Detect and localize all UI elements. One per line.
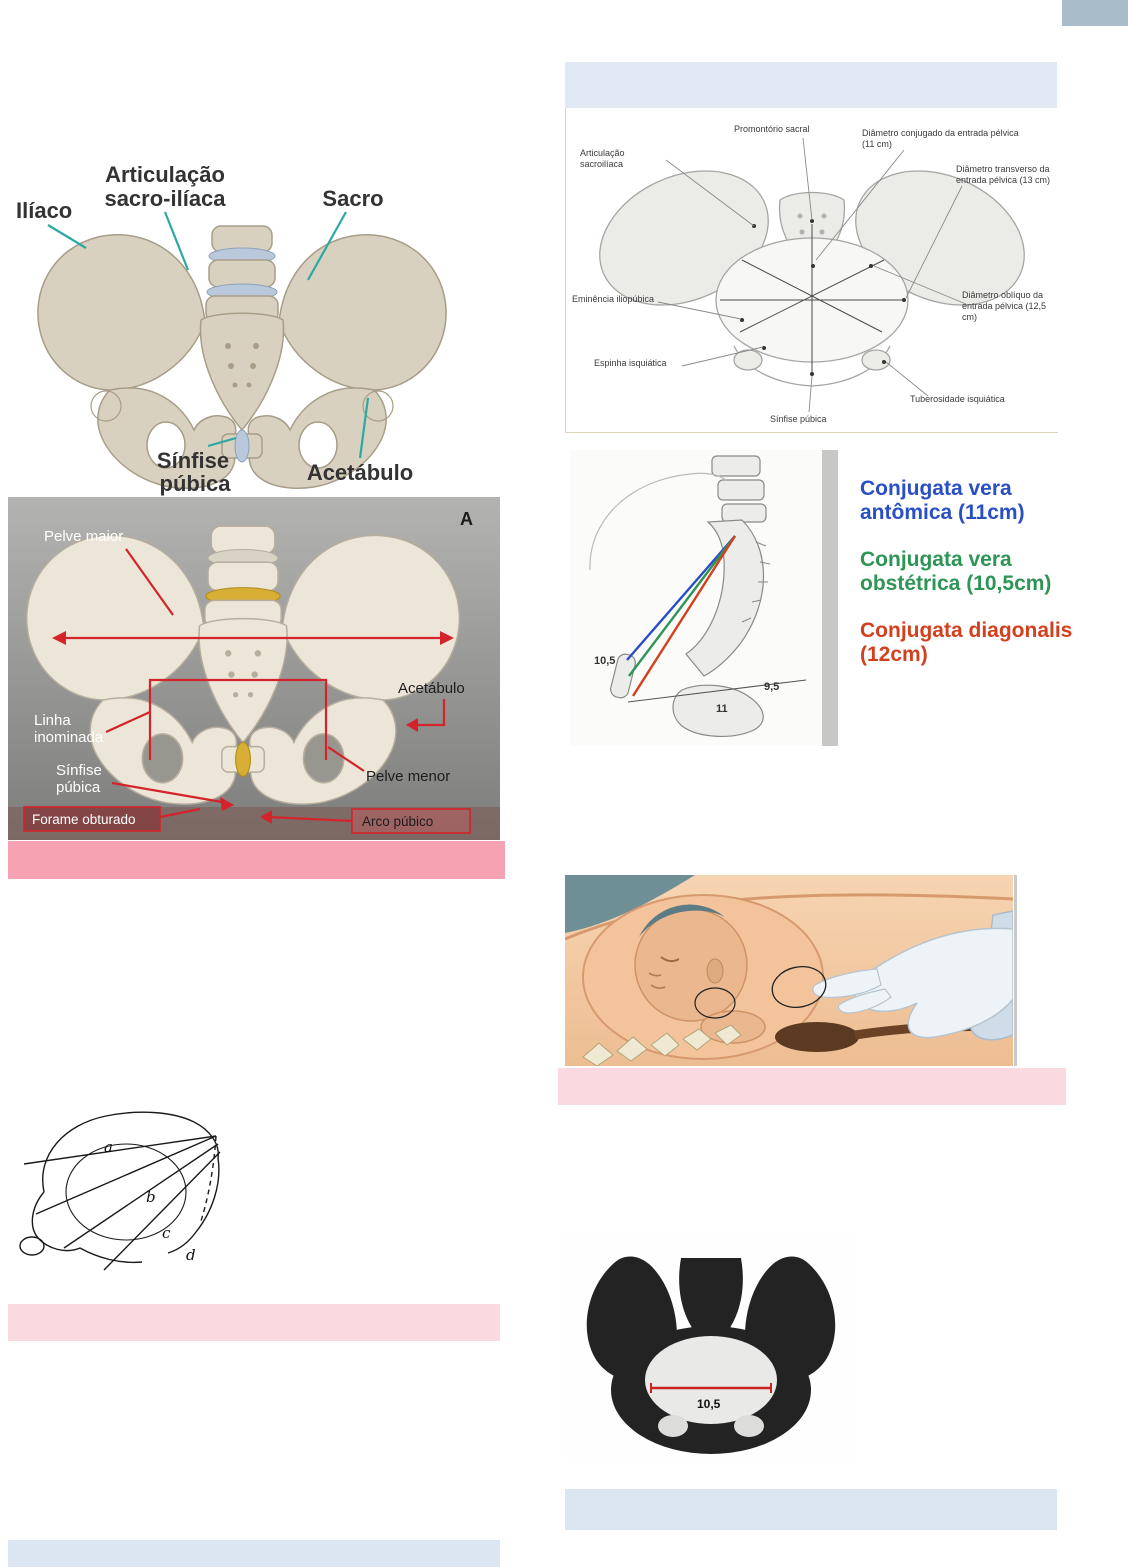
figure-conjugata-diagram: 10,5 9,5 11 <box>570 450 838 746</box>
label-acetabulo: Acetábulo <box>307 460 413 485</box>
inlet-diagram <box>599 137 1025 413</box>
figure-pelvic-outlet-xray: 10,5 <box>565 1230 857 1462</box>
sacrum-vertebrae <box>582 1024 742 1066</box>
highlight-bar-pink-1 <box>8 841 505 879</box>
lumbar-vertebrae <box>205 225 279 323</box>
label-sinfise-line2: púbica <box>160 471 232 496</box>
outlet-light-region <box>645 1336 777 1424</box>
label-sinfise-line1: Sínfise <box>56 762 102 779</box>
highlight-bar-pink-3 <box>8 1304 500 1341</box>
sagittal-bones <box>589 455 771 737</box>
diameter-lines <box>720 224 904 372</box>
pelvis-bones <box>37 234 447 489</box>
annotation-10-5: 10,5 <box>594 655 615 667</box>
label-iliaco: Ilíaco <box>16 198 72 223</box>
highlight-circle-2 <box>694 987 736 1019</box>
rectum-shape <box>775 1022 859 1052</box>
measurement-line <box>650 1383 772 1393</box>
label-forame: Forame obturado <box>32 812 136 827</box>
plane-lines <box>23 1135 221 1271</box>
figure-pelvic-inlet-diameters: Articulação sacroilíaca Promontório sacr… <box>565 108 1058 433</box>
label-linha-line1: Linha <box>34 712 71 729</box>
inlet-label-obliquo: Diâmetro oblíquo da entrada pélvica (12,… <box>962 290 1047 322</box>
plane-label-c: c <box>162 1224 171 1242</box>
inlet-label-eminencia: Eminência iliopúbica <box>572 294 655 304</box>
figure-pelvic-exam-illustration <box>565 875 1013 1066</box>
hair-shape <box>565 875 695 933</box>
label-sacro: Sacro <box>322 186 383 211</box>
inlet-bones <box>599 170 1025 387</box>
leader-lines <box>657 137 967 413</box>
header-bar-blue <box>565 62 1057 108</box>
inlet-label-espinha: Espinha isquiática <box>594 358 667 368</box>
annotation-9-5: 9,5 <box>764 681 779 693</box>
highlight-bar-pink-2 <box>558 1068 1066 1105</box>
legend-conjugata-vera-obstetrica: Conjugata vera obstétrica (10,5cm) <box>860 548 1052 595</box>
pelvis-model-bones <box>26 525 461 805</box>
inlet-label-promontorio: Promontório sacral <box>734 124 810 134</box>
plane-label-a: a <box>104 1138 113 1156</box>
inlet-label-articulacao: Articulação sacroilíaca <box>580 148 625 169</box>
pelvis-outline <box>19 1111 220 1264</box>
scan-edge-line <box>1014 875 1017 1066</box>
outlet-measurement-label: 10,5 <box>697 1397 721 1411</box>
examining-hand <box>812 927 1013 1039</box>
corner-accent-bar <box>1062 0 1128 26</box>
conjugata-lines <box>626 535 807 703</box>
panel-letter: A <box>460 509 473 529</box>
label-linha-line2: inominada <box>34 729 104 746</box>
inlet-label-tuberosidade: Tuberosidade isquiática <box>910 394 1005 404</box>
inlet-label-sinfise: Sínfise púbica <box>770 414 827 424</box>
planes-drawing: a b c d <box>19 1111 221 1271</box>
exam-illustration <box>565 875 1013 1066</box>
label-box-arco <box>351 808 471 834</box>
plane-label-d: d <box>186 1246 196 1264</box>
label-pelve-maior: Pelve maior <box>44 528 123 545</box>
inlet-label-conjugado: Diâmetro conjugado da entrada pélvica (1… <box>862 128 1019 149</box>
label-arco: Arco púbico <box>362 814 433 829</box>
figure-conjugata-legend: Conjugata vera antômica (11cm) Conjugata… <box>860 477 1075 690</box>
pointer-lines <box>47 211 370 459</box>
figure-pelvis-anterior-labeled: Ilíaco Articulação sacro-ilíaca Sacro Sí… <box>8 140 468 496</box>
label-acetabulo: Acetábulo <box>398 680 465 697</box>
outlet-xray: 10,5 <box>565 1230 857 1462</box>
plane-label-b: b <box>146 1188 156 1206</box>
highlight-circle-1 <box>771 965 827 1009</box>
label-sinfise-line1: Sínfise <box>157 448 229 473</box>
label-articulacao-line1: Articulação <box>105 162 225 187</box>
highlight-bar-blue-left <box>8 1540 500 1567</box>
legend-conjugata-vera-anatomica: Conjugata vera antômica (11cm) <box>860 477 1025 524</box>
figure-pelvic-planes-drawing: a b c d <box>8 1096 260 1284</box>
highlight-bar-blue-right <box>565 1489 1057 1530</box>
pelvis-illustration: Ilíaco Articulação sacro-ilíaca Sacro Sí… <box>16 162 447 496</box>
label-pelve-menor: Pelve menor <box>366 768 450 785</box>
figure-pelvis-model-photo: A Pelve maior Linha inominada Sínfise pú… <box>8 497 500 840</box>
conjugata-drawing: 10,5 9,5 11 <box>570 450 838 746</box>
label-sinfise-line2: púbica <box>56 779 101 796</box>
pelvis-photo: A Pelve maior Linha inominada Sínfise pú… <box>8 497 500 840</box>
annotation-11: 11 <box>716 703 728 715</box>
legend-conjugata-diagonalis: Conjugata diagonalis (12cm) <box>860 619 1073 666</box>
red-annotations <box>23 548 471 834</box>
label-box-forame <box>23 806 161 832</box>
label-articulacao-line2: sacro-ilíaca <box>104 186 226 211</box>
inlet-label-transverso: Diâmetro transverso da entrada pélvica (… <box>956 164 1051 185</box>
